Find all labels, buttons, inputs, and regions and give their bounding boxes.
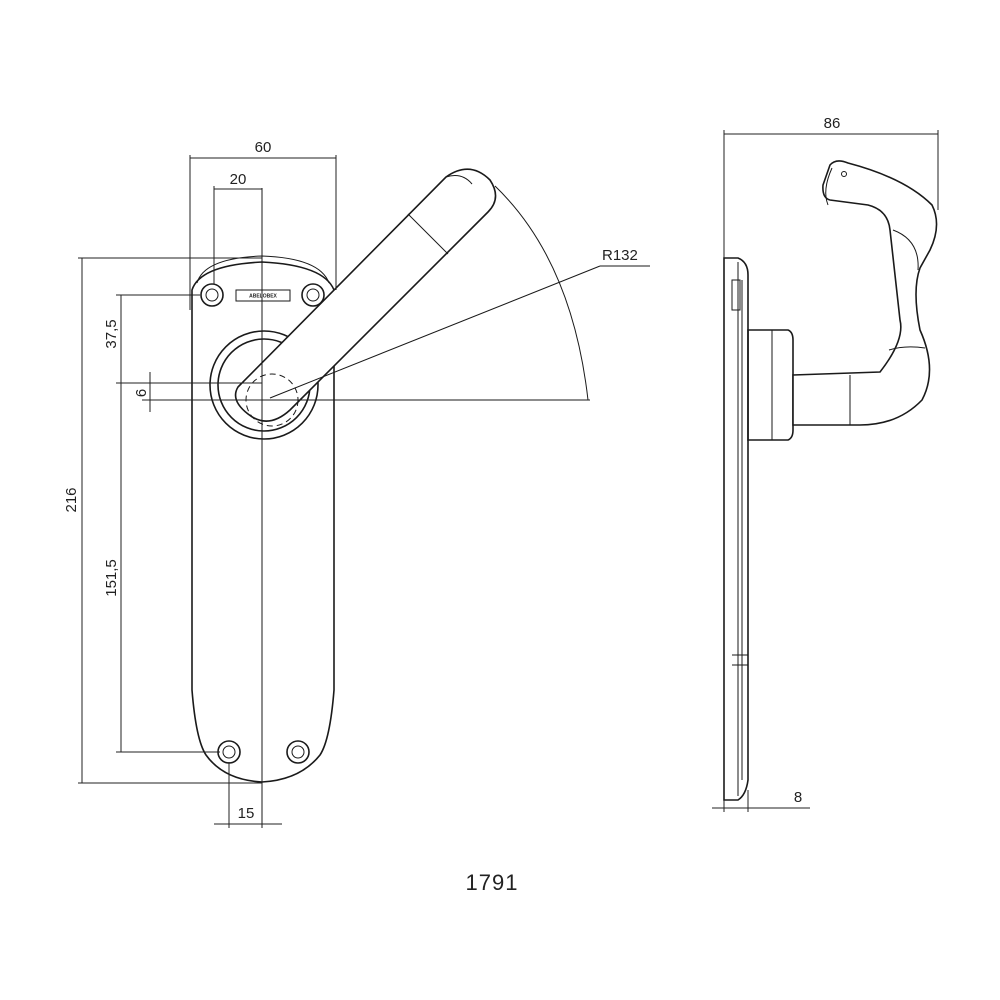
logo-plaque bbox=[235, 289, 291, 302]
logo-text: ABELOBEX bbox=[249, 294, 277, 300]
side-dimensions: 86 8 bbox=[712, 115, 939, 812]
dim-spindle-offset: 6 bbox=[133, 389, 150, 397]
dim-projection: 86 bbox=[824, 115, 841, 132]
top-right-screw bbox=[301, 283, 325, 307]
bottom-right-screw bbox=[286, 740, 310, 764]
dim-radius: R132 bbox=[602, 247, 638, 264]
side-lever bbox=[792, 160, 938, 426]
front-dimensions: 60 20 216 37,5 6 151,5 15 R132 bbox=[63, 139, 638, 828]
top-left-screw bbox=[200, 283, 224, 307]
dim-plate-thickness: 8 bbox=[794, 789, 802, 806]
side-view bbox=[723, 160, 938, 801]
dim-plate-width: 60 bbox=[255, 139, 272, 156]
bottom-left-screw bbox=[217, 740, 241, 764]
dim-bolt-offset: 20 bbox=[230, 171, 247, 188]
dim-overall-height: 216 bbox=[63, 487, 80, 512]
model-number: 1791 bbox=[466, 870, 519, 895]
front-view: ABELOBEX bbox=[191, 168, 650, 828]
side-plate bbox=[723, 257, 749, 801]
side-rose bbox=[747, 329, 794, 441]
dim-hole-spacing: 151,5 bbox=[103, 559, 120, 597]
lever-handle bbox=[234, 168, 497, 422]
dim-upper-offset: 37,5 bbox=[103, 319, 120, 348]
dim-bottom-offset: 15 bbox=[238, 805, 255, 822]
rotation-arc bbox=[494, 185, 589, 401]
